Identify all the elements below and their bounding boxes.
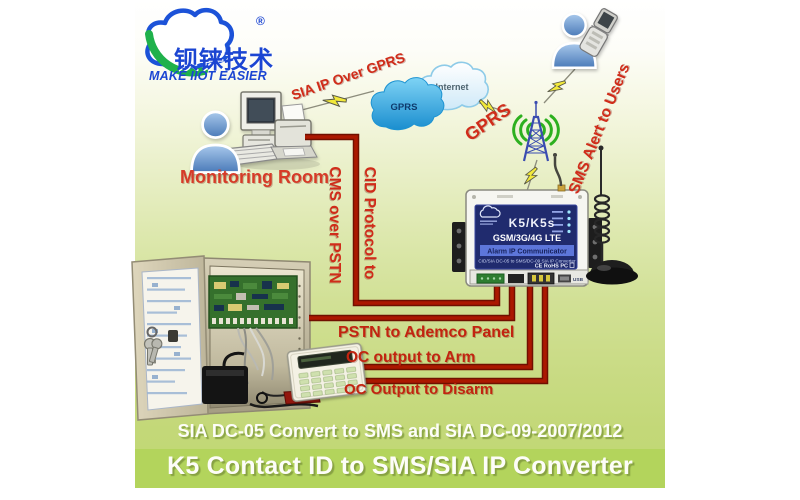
operator-person-icon: [190, 110, 241, 174]
device-led-indicators: [552, 210, 571, 234]
gprs-cloud-icon: GPRS: [370, 77, 445, 131]
device-name-band: [480, 245, 574, 256]
label-oc-output-to-disarm: OC Output to Disarm: [344, 381, 494, 398]
registered-mark: ®: [256, 14, 265, 28]
device-logo-cloud-icon: [479, 205, 501, 218]
alarm-panel-box: [131, 255, 321, 421]
device-descriptor: CID/SIA DC-05 to SMS/DC-09 SIA IP Conver…: [478, 259, 576, 264]
keypad-lcd: [297, 349, 353, 369]
device-name: Alarm IP Communicator: [487, 249, 567, 256]
transformer-icon: [202, 351, 248, 404]
gprs-cloud-label: GPRS: [391, 102, 418, 113]
flip-phone-icon: [579, 8, 618, 57]
sma-wire-antenna-icon: [553, 153, 566, 192]
keys-icon: [143, 326, 163, 366]
device-radio: GSM/3G/4G LTE: [493, 233, 561, 243]
footer-subtitle: SIA DC-05 Convert to SMS and SIA DC-09-2…: [177, 421, 623, 441]
magnetic-antenna-icon: [586, 145, 638, 285]
k5-device: K5/K5s GSM/3G/4G LTE Alarm IP Communicat…: [452, 145, 638, 287]
footer-title: K5 Contact ID to SMS/SIA IP Converter: [167, 452, 633, 480]
brand-name-cn: 钡铼技术: [174, 47, 274, 74]
signal-waves-icon: [512, 114, 560, 146]
brand-swoosh-icon: [145, 30, 208, 77]
title-band: [135, 449, 665, 488]
label-monitoring-room: Monitoring Room: [180, 167, 329, 187]
door-lock: [168, 330, 178, 342]
printer-icon: [270, 103, 318, 160]
device-port-label: USB: [573, 277, 584, 283]
alarm-keypad: [286, 342, 367, 402]
device-model: K5/K5s: [509, 216, 556, 230]
label-cid-protocol-to: CID Protocol to: [361, 166, 378, 280]
internet-cloud-label: Internet: [435, 82, 468, 92]
label-pstn-to-ademco-panel: PSTN to Ademco Panel: [338, 324, 515, 341]
keypad-buttons: [298, 366, 359, 398]
monitoring-room-group: [190, 91, 320, 174]
red-wires: [305, 133, 549, 385]
phone-user-group: [551, 8, 618, 69]
label-oc-output-to-arm: OC output to Arm: [346, 349, 476, 366]
door-sticker-diagram: [147, 277, 191, 395]
brand-tagline: MAKE IIOT EASIER: [149, 69, 267, 83]
device-certifications: CE RoHS PC: [535, 264, 568, 270]
antenna-tower-icon: [522, 100, 550, 162]
brand-logo-icon: [145, 7, 235, 77]
panel-pcb: [208, 275, 298, 329]
